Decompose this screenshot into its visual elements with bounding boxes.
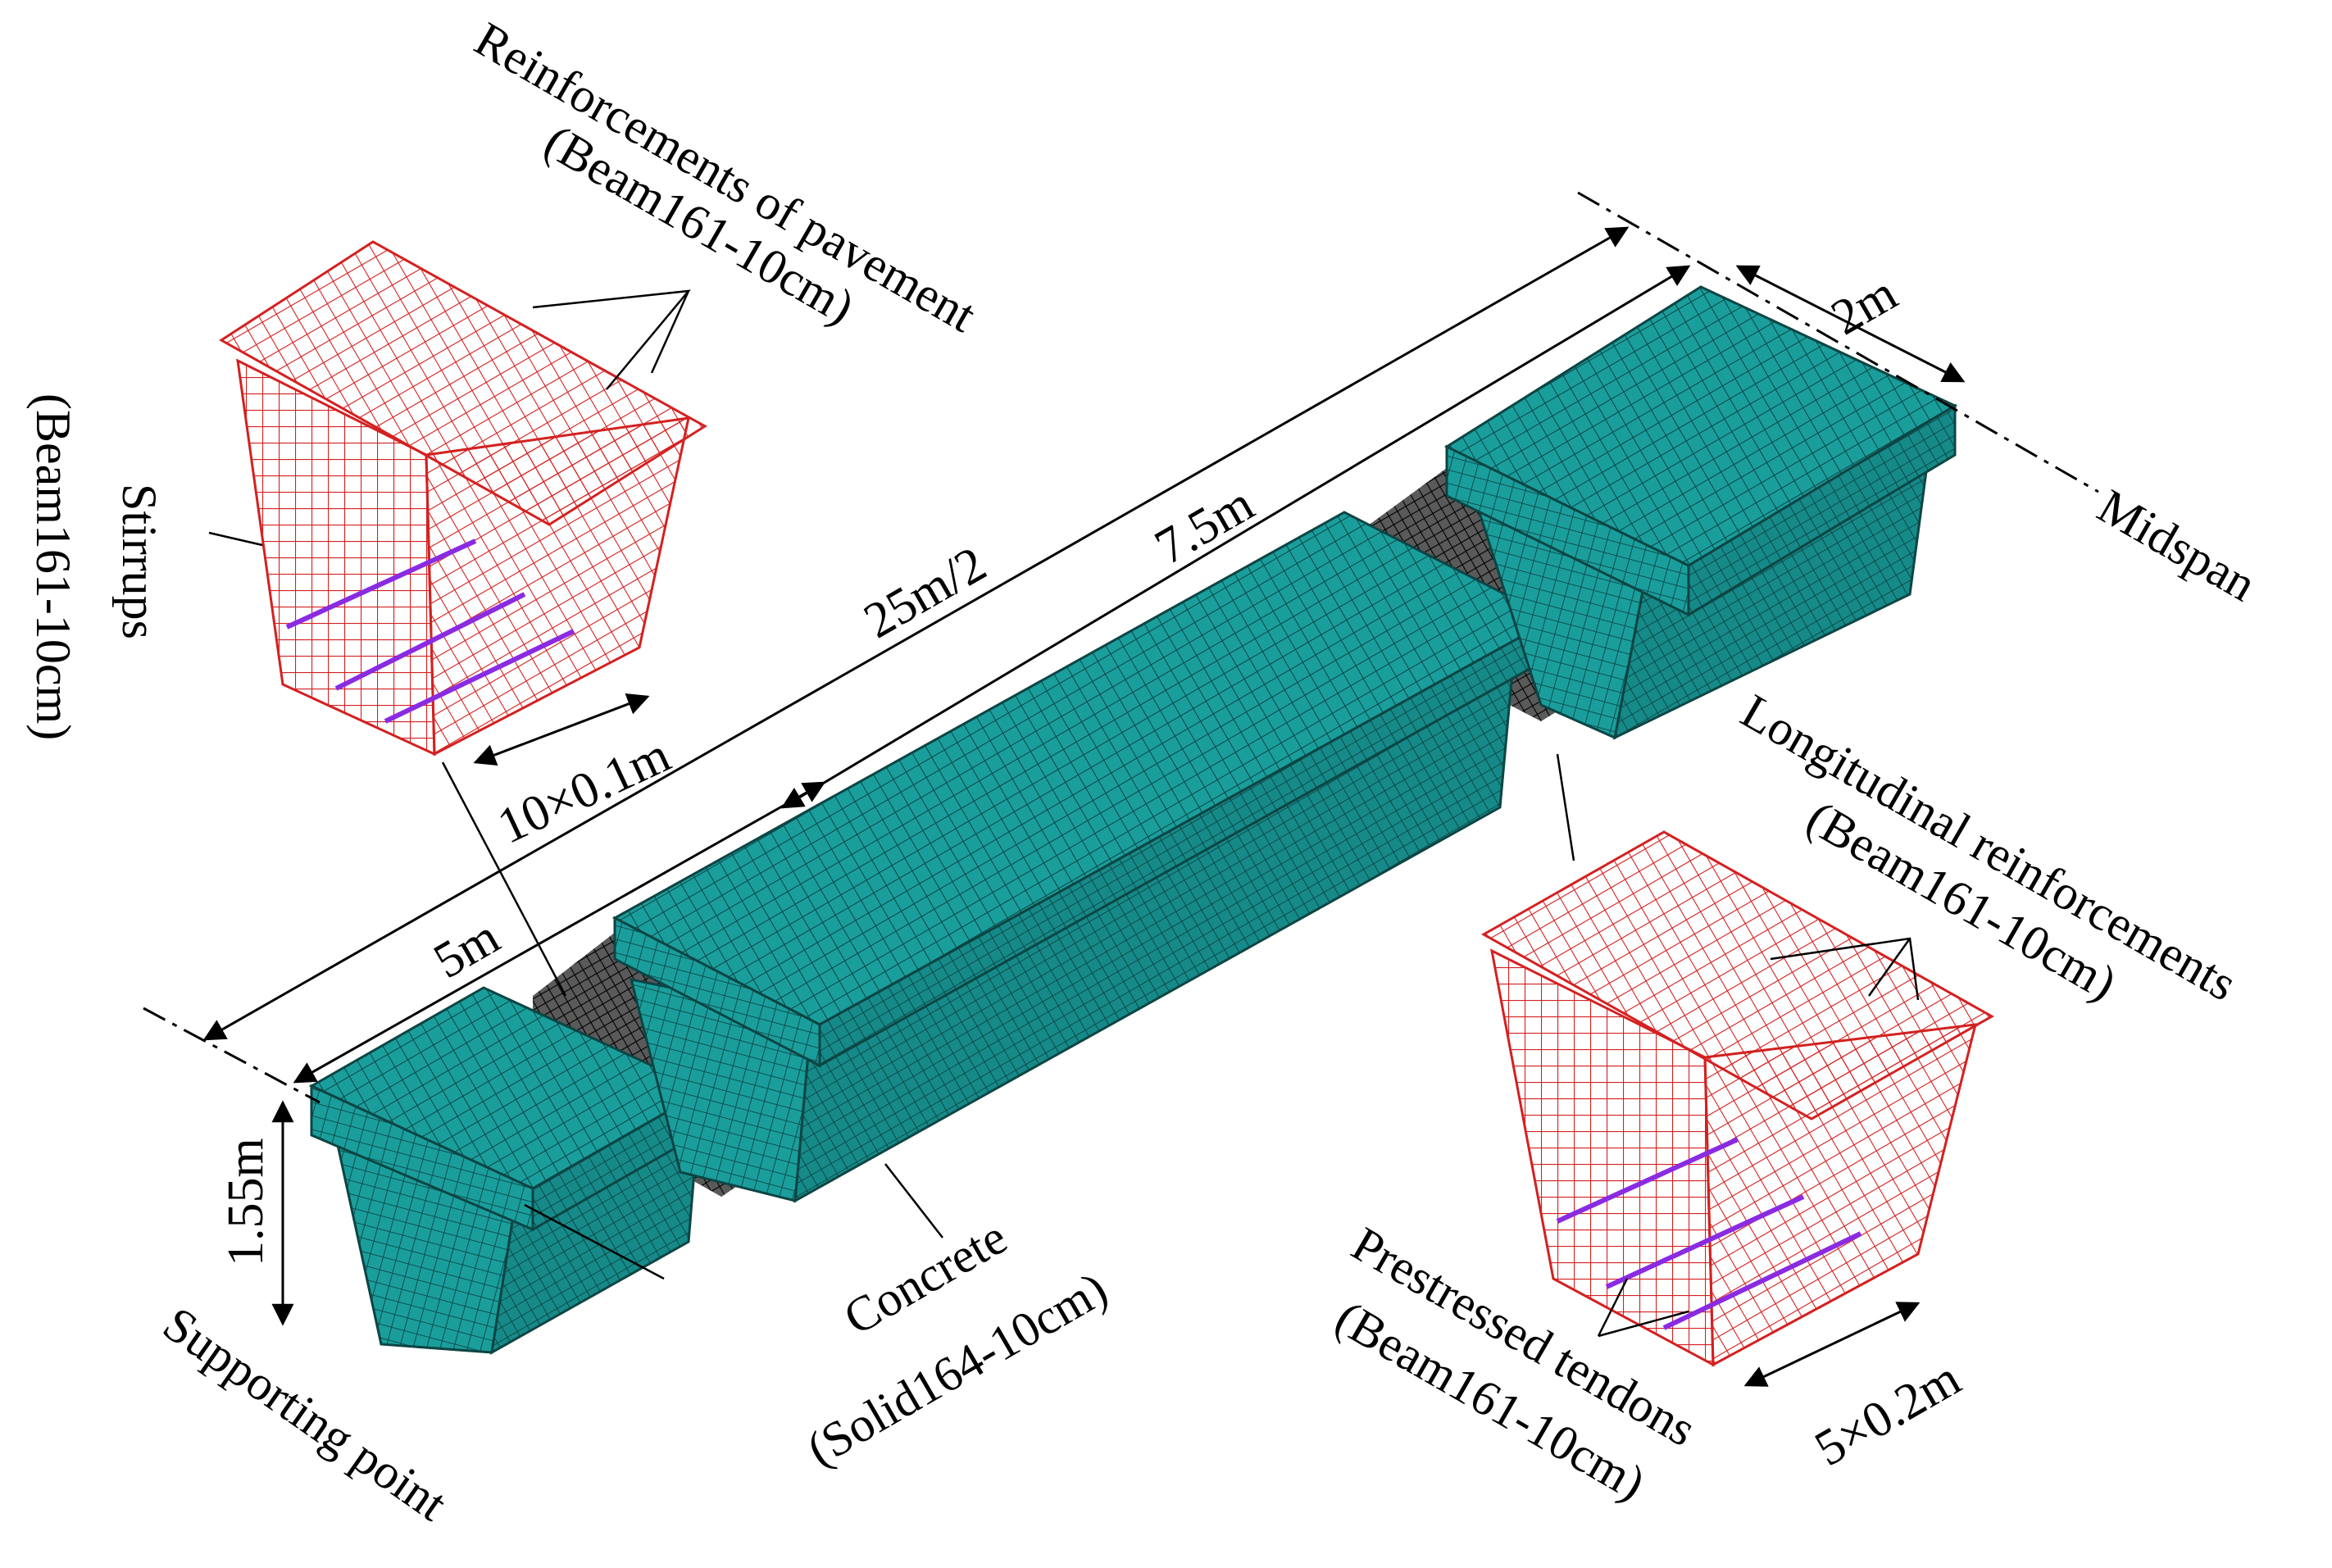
stirrups-sub-label: (Beam161-10cm): [26, 393, 80, 740]
tendon-leader-2: [1598, 1310, 1689, 1338]
end-length-dimension: 5m: [425, 909, 509, 990]
midspan-boundary-line: [1577, 191, 2099, 493]
concrete-leader: [884, 1163, 943, 1238]
stirrup-detail-cage: [219, 240, 707, 766]
mid-length-dimension: 7.5m: [1146, 475, 1263, 575]
stirrups-leader: [208, 531, 263, 547]
stirrups-label: Stirrups: [112, 484, 166, 639]
mid-length-dim-line: [780, 265, 1691, 809]
stirrup-spacing-dim-line: [473, 693, 650, 766]
longit-leader-2: [1867, 938, 1912, 997]
longit-spacing-dim-line: [1743, 1302, 1921, 1387]
width-dim-line: [1735, 265, 1966, 383]
pavement-leader-2: [650, 290, 690, 374]
support-boundary-line: [143, 1007, 320, 1104]
stirrup-cage-side: [425, 416, 690, 757]
longit-cage-side: [1703, 1023, 1977, 1367]
stirrup-cage-to-girder: [441, 761, 567, 997]
end-length-dim-line: [293, 781, 826, 1084]
width-dimension: 2m: [1822, 266, 1907, 347]
longit-cage-tendons: [1556, 1137, 1862, 1330]
midspan-label: Midspan: [2089, 479, 2266, 611]
tendon-leader: [1597, 1278, 1629, 1337]
stirrup-cage-tendons: [285, 539, 575, 724]
longitudinal-detail-cage: [1480, 830, 1995, 1387]
longit-cage-to-girder: [1556, 753, 1575, 861]
support-leader: [524, 1203, 665, 1280]
dimension-lines: [143, 191, 2099, 1326]
reinf-pavement-label: Reinforcements of pavement: [466, 11, 986, 343]
half-span-dimension: 25m/2: [855, 536, 995, 649]
height-dimension: 1.55m: [218, 1138, 274, 1266]
leader-lines: [208, 289, 1920, 1338]
longit-spacing-dimension: 5×0.2m: [1806, 1350, 1970, 1477]
